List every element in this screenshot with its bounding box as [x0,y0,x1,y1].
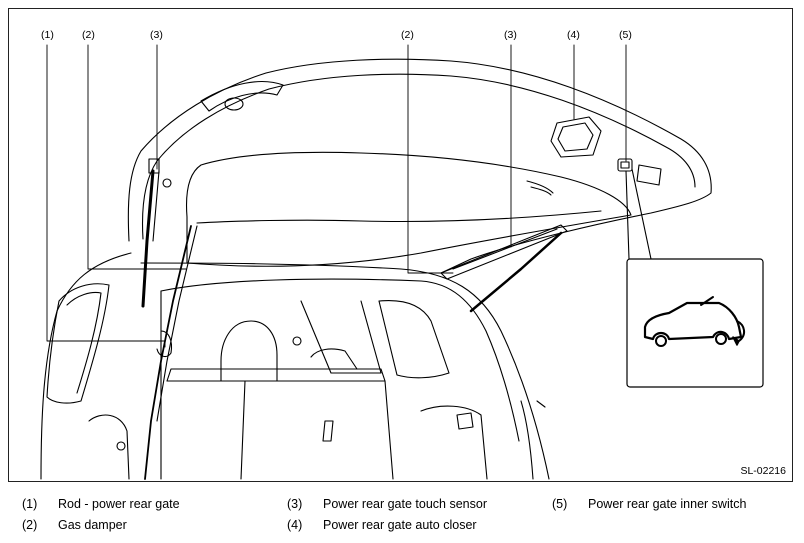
leader-lines [46,44,627,348]
callout-touch-sensor-right: (3) [504,29,517,41]
rear-gate [127,58,712,280]
legend-text: Rod - power rear gate [58,497,180,511]
legend-number: (3) [287,497,303,511]
legend-item: (1) Rod - power rear gate [22,497,180,512]
legend-text: Power rear gate inner switch [588,497,747,511]
legend-text: Power rear gate auto closer [323,518,477,532]
vehicle-body [40,252,550,480]
callout-gas-damper-left: (2) [82,29,95,41]
legend-text: Gas damper [58,518,127,532]
vehicle-silhouette-icon [643,301,743,341]
legend-item: (2) Gas damper [22,518,127,533]
legend-item: (3) Power rear gate touch sensor [287,497,487,512]
legend-text: Power rear gate touch sensor [323,497,487,511]
figure-id: SL-02216 [740,465,786,477]
vehicle-rear-gate-illustration [40,44,764,480]
callout-rod: (1) [41,29,54,41]
legend-number: (4) [287,518,303,532]
gas-damper-and-rod [141,158,563,480]
legend-item: (4) Power rear gate auto closer [287,518,477,533]
legend-item: (5) Power rear gate inner switch [552,497,746,512]
figure-frame: (1) (2) (3) (2) (3) (4) (5) SL-02216 [8,8,793,482]
legend-number: (1) [22,497,38,511]
legend-number: (2) [22,518,38,532]
callout-auto-closer: (4) [567,29,580,41]
rotation-arrow-icon [736,320,745,342]
callout-touch-sensor-left: (3) [150,29,163,41]
callout-gas-damper-right: (2) [401,29,414,41]
inner-switch-inset [625,168,764,388]
legend-number: (5) [552,497,568,511]
callout-inner-switch: (5) [619,29,632,41]
